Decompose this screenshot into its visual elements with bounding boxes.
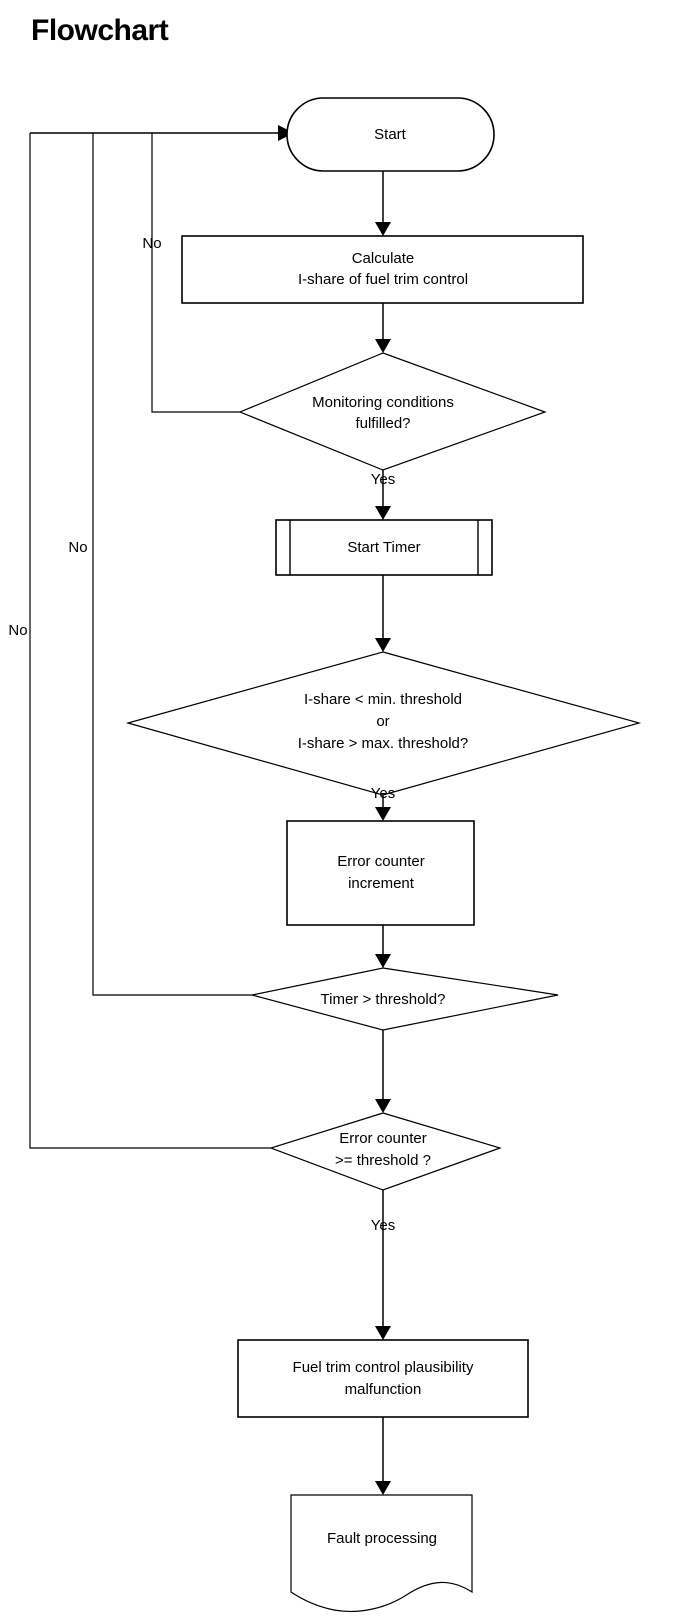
return-path-monitoring <box>151 133 240 413</box>
arrow-to-monitoring <box>375 339 391 353</box>
error-threshold-label-line2: >= threshold ? <box>335 1152 431 1169</box>
arrow-into-start <box>278 125 294 141</box>
edge-label-no-monitoring: No <box>142 235 161 252</box>
malfunction-label-line2: malfunction <box>345 1381 422 1398</box>
monitoring-label-line1: Monitoring conditions <box>312 394 454 411</box>
return-path-error-counter <box>29 133 271 1149</box>
monitoring-shape <box>238 352 547 471</box>
node-start[interactable]: Start <box>286 97 495 172</box>
ishare-threshold-label-line3: I-share > max. threshold? <box>298 735 469 752</box>
monitoring-label-line2: fulfilled? <box>355 415 410 432</box>
arrow-to-calculate <box>375 222 391 236</box>
error-increment-label-line1: Error counter <box>337 853 425 870</box>
page-title: Flowchart <box>31 14 169 47</box>
start-label: Start <box>374 126 407 143</box>
arrow-to-threshold <box>375 638 391 652</box>
calculate-label-line2: I-share of fuel trim control <box>298 271 468 288</box>
error-increment-shape <box>286 820 475 926</box>
arrow-to-fault-processing <box>375 1481 391 1495</box>
arrow-to-malfunction <box>375 1326 391 1340</box>
node-malfunction[interactable]: Fuel trim control plausibility malfuncti… <box>237 1339 529 1418</box>
ishare-threshold-label-line2: or <box>376 713 389 730</box>
calculate-label-line1: Calculate <box>352 250 415 267</box>
node-timer-threshold[interactable]: Timer > threshold? <box>251 967 559 1031</box>
timer-threshold-label: Timer > threshold? <box>321 991 446 1008</box>
start-timer-label: Start Timer <box>347 539 420 556</box>
error-increment-label-line2: increment <box>348 875 415 892</box>
node-monitoring-conditions[interactable]: Monitoring conditions fulfilled? <box>238 352 547 471</box>
start-shape <box>286 97 495 172</box>
malfunction-label-line1: Fuel trim control plausibility <box>293 1359 474 1376</box>
arrow-to-error-threshold <box>375 1099 391 1113</box>
calculate-shape <box>181 235 584 304</box>
malfunction-shape <box>237 1339 529 1418</box>
node-ishare-threshold[interactable]: I-share < min. threshold or I-share > ma… <box>125 651 642 796</box>
timer-threshold-shape <box>251 967 559 1031</box>
edge-label-no-error-counter: No <box>8 622 27 639</box>
node-error-counter-increment[interactable]: Error counter increment <box>286 820 475 926</box>
node-error-counter-threshold[interactable]: Error counter >= threshold ? <box>269 1112 502 1191</box>
arrow-to-start-timer <box>375 506 391 520</box>
node-start-timer[interactable]: Start Timer <box>275 519 493 576</box>
edge-label-no-timer: No <box>68 539 87 556</box>
edge-label-yes-threshold: Yes <box>371 785 395 802</box>
error-threshold-shape <box>269 1112 502 1191</box>
fault-processing-shape <box>290 1494 473 1613</box>
arrow-to-error-increment <box>375 807 391 821</box>
ishare-threshold-shape <box>125 651 642 796</box>
ishare-threshold-label-line1: I-share < min. threshold <box>304 691 462 708</box>
edge-label-yes-monitoring: Yes <box>371 471 395 488</box>
fault-processing-label: Fault processing <box>327 1530 437 1547</box>
node-calculate[interactable]: Calculate I-share of fuel trim control <box>181 235 584 304</box>
return-path-timer <box>92 133 252 996</box>
error-threshold-label-line1: Error counter <box>339 1130 427 1147</box>
edge-label-yes-error-threshold: Yes <box>371 1217 395 1234</box>
start-timer-shape <box>275 519 493 576</box>
arrow-to-timer-decision <box>375 954 391 968</box>
node-fault-processing[interactable]: Fault processing <box>290 1494 473 1613</box>
